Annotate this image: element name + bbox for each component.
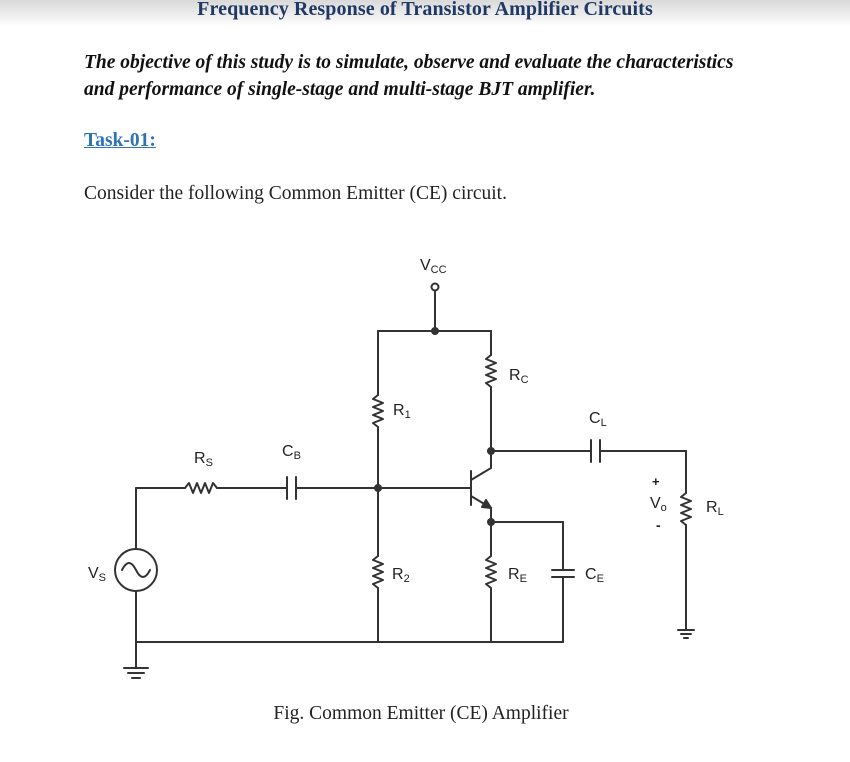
vo-label: Vo bbox=[650, 495, 667, 514]
vcc-terminal bbox=[430, 282, 440, 335]
rs-resistor bbox=[135, 482, 288, 549]
vo-minus-label: - bbox=[656, 517, 661, 533]
r2-label: R2 bbox=[392, 566, 410, 585]
task-heading-link[interactable]: Task-01: bbox=[84, 130, 156, 151]
cl-capacitor bbox=[590, 439, 687, 463]
r2-resistor bbox=[372, 487, 384, 643]
bjt-transistor bbox=[470, 450, 492, 523]
objective-line-1: The objective of this study is to simula… bbox=[84, 52, 734, 73]
vs-label: VS bbox=[88, 565, 106, 584]
document-title: Frequency Response of Transistor Amplifi… bbox=[197, 0, 653, 20]
ce-label: CE bbox=[585, 566, 604, 585]
vcc-label: VCC bbox=[420, 257, 447, 276]
top-bar bbox=[0, 0, 850, 26]
vo-plus-label: + bbox=[652, 474, 660, 489]
cb-label: CB bbox=[282, 443, 301, 462]
cb-capacitor bbox=[286, 476, 379, 500]
r1-resistor bbox=[372, 330, 384, 488]
rc-resistor bbox=[485, 330, 497, 452]
vs-ac-source bbox=[114, 548, 158, 643]
re-resistor bbox=[485, 521, 497, 643]
re-label: RE bbox=[508, 566, 527, 585]
objective-line-2: and performance of single-stage and mult… bbox=[84, 79, 596, 100]
cl-label: CL bbox=[589, 410, 607, 429]
figure-caption: Fig. Common Emitter (CE) Amplifier bbox=[273, 703, 569, 724]
rl-ground-symbol bbox=[677, 629, 695, 639]
ce-amplifier-circuit-diagram: VCC RC R1 CL RS CB + Vo - RL VS R2 bbox=[88, 257, 724, 679]
rl-label: RL bbox=[706, 499, 724, 518]
ce-capacitor bbox=[551, 521, 575, 643]
objective-paragraph: The objective of this study is to simula… bbox=[84, 49, 784, 103]
r1-label: R1 bbox=[393, 402, 411, 421]
intro-text: Consider the following Common Emitter (C… bbox=[84, 183, 507, 204]
main-ground-symbol bbox=[123, 641, 149, 679]
rl-resistor bbox=[680, 450, 692, 631]
rc-label: RC bbox=[509, 367, 529, 386]
rs-label: RS bbox=[194, 450, 213, 469]
